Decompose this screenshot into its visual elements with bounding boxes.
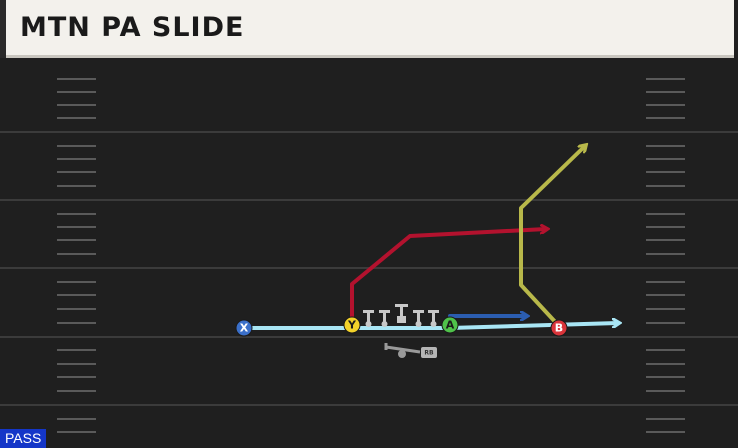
lineman-rt — [428, 310, 439, 327]
rb-marker — [421, 347, 437, 358]
player-y[interactable]: Y — [343, 316, 361, 334]
hash-marks-left — [57, 78, 96, 433]
play-title: MTN PA SLIDE — [20, 12, 245, 43]
player-a[interactable]: A — [441, 316, 459, 334]
title-accent — [0, 0, 6, 58]
qb-marker — [398, 350, 406, 358]
player-x-label: X — [240, 322, 249, 335]
lineman-center — [395, 304, 408, 323]
player-a-label: A — [446, 319, 455, 332]
hash-marks-right — [646, 78, 685, 433]
lineman-rg — [413, 310, 424, 327]
route-y-corner — [350, 229, 546, 326]
pa-fake-path — [384, 343, 421, 354]
lineman-lg — [379, 310, 390, 327]
player-y-label: Y — [347, 319, 357, 332]
play-title-bar: MTN PA SLIDE — [0, 0, 734, 58]
player-b[interactable]: B — [550, 319, 568, 337]
offensive-line — [363, 304, 439, 327]
rb-label: RB — [424, 350, 434, 357]
play-diagram: RB X Y A B — [0, 78, 738, 433]
lineman-lt — [363, 310, 374, 327]
running-back-pa-fake: RB — [384, 343, 437, 358]
player-x[interactable]: X — [235, 319, 253, 337]
route-b-post — [519, 146, 585, 328]
play-type-badge: PASS — [0, 429, 47, 448]
player-b-label: B — [555, 322, 563, 335]
